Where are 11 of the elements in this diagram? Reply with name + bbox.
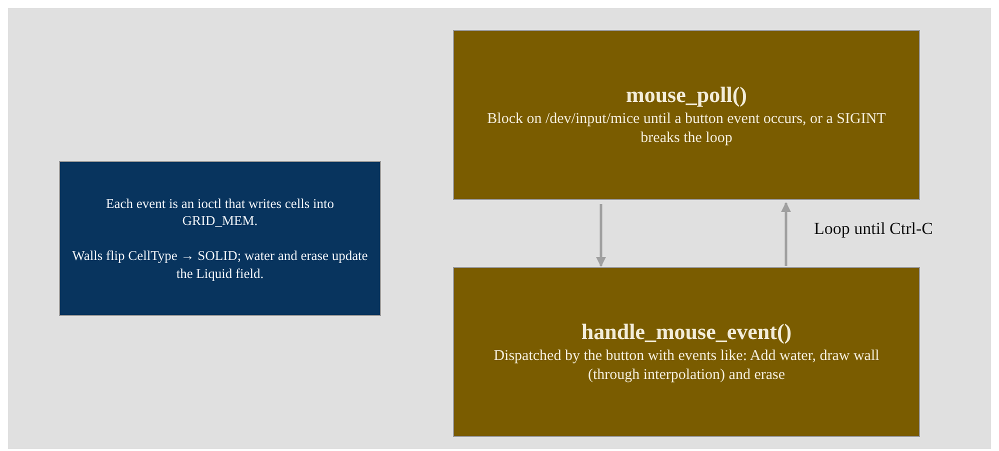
function-name: mouse_poll() <box>626 82 747 108</box>
note-text: Walls flip CellType → SOLID; water and erase update the Liquid field. <box>72 247 368 282</box>
process-box <box>453 30 920 200</box>
description: Dispatched by the button with events like: Add water, draw wall (through interpolation) and erase <box>492 346 880 385</box>
description: Block on /dev/input/mice until a button event occurs, or a SIGINT breaks the loop <box>486 110 887 148</box>
process-box <box>453 267 920 437</box>
arrow <box>781 202 791 266</box>
note-box <box>59 161 381 316</box>
note-text: Each event is an ioctl that writes cells into GRID_MEM. <box>105 194 335 230</box>
function-name: handle_mouse_event() <box>581 318 792 344</box>
arrow <box>596 204 606 267</box>
